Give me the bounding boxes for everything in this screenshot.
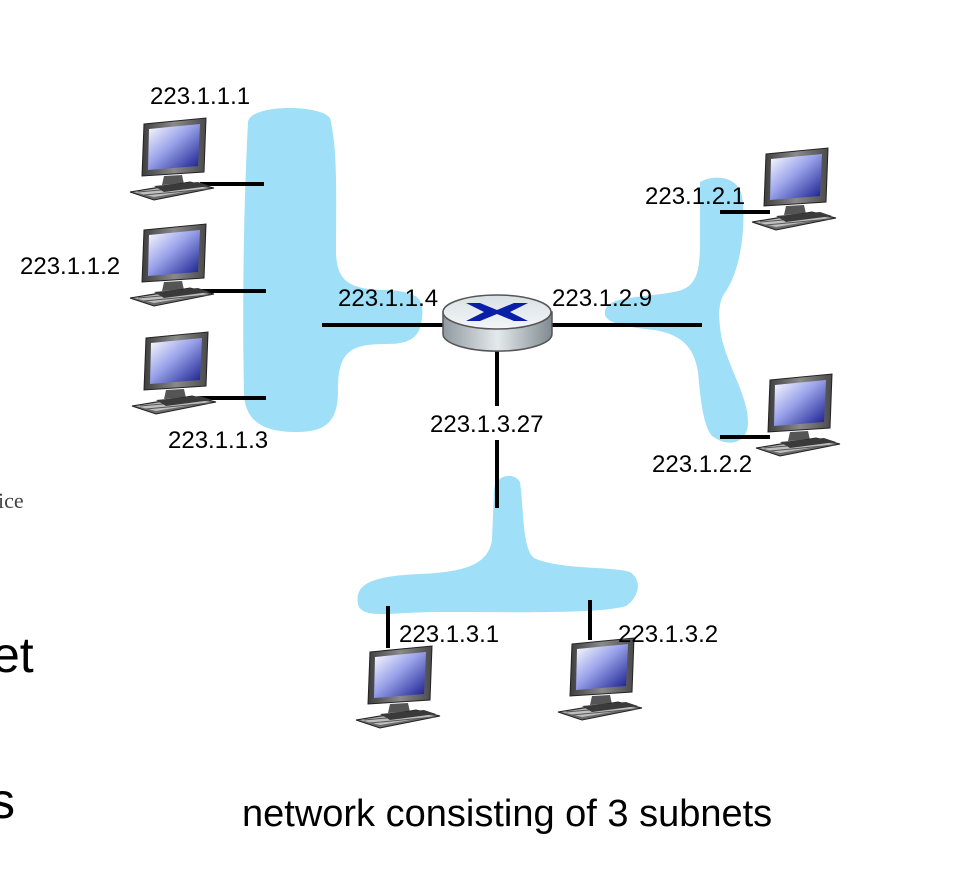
subnet-3-blob (357, 475, 638, 614)
host-ip-label: 223.1.2.2 (652, 451, 752, 478)
computer-icon (129, 223, 215, 307)
router-interface-label: 223.1.3.27 (430, 411, 543, 438)
diagram-caption: network consisting of 3 subnets (242, 793, 772, 835)
computer-icon (129, 117, 215, 201)
host-ip-label: 223.1.2.1 (645, 183, 745, 210)
computer-icon (355, 645, 441, 729)
cut-off-text: ice (0, 488, 24, 513)
host-ip-label: 223.1.1.2 (20, 253, 120, 280)
host-ip-label: 223.1.1.3 (168, 427, 268, 454)
host-ip-label: 223.1.3.1 (399, 621, 499, 648)
computer-icon (751, 147, 837, 231)
router-interface-label: 223.1.2.9 (552, 285, 652, 312)
cut-off-text: et (0, 627, 34, 683)
router-interface-label: 223.1.1.4 (338, 285, 438, 312)
computer-icon (557, 637, 643, 721)
router-icon (442, 294, 553, 352)
subnet-1-blob (243, 107, 423, 432)
host-ip-label: 223.1.3.2 (618, 621, 718, 648)
computer-icon (131, 331, 217, 415)
host-ip-label: 223.1.1.1 (150, 83, 250, 110)
computer-icon (755, 373, 841, 457)
cut-off-text: s (0, 773, 15, 829)
subnet-2-blob (604, 177, 748, 443)
